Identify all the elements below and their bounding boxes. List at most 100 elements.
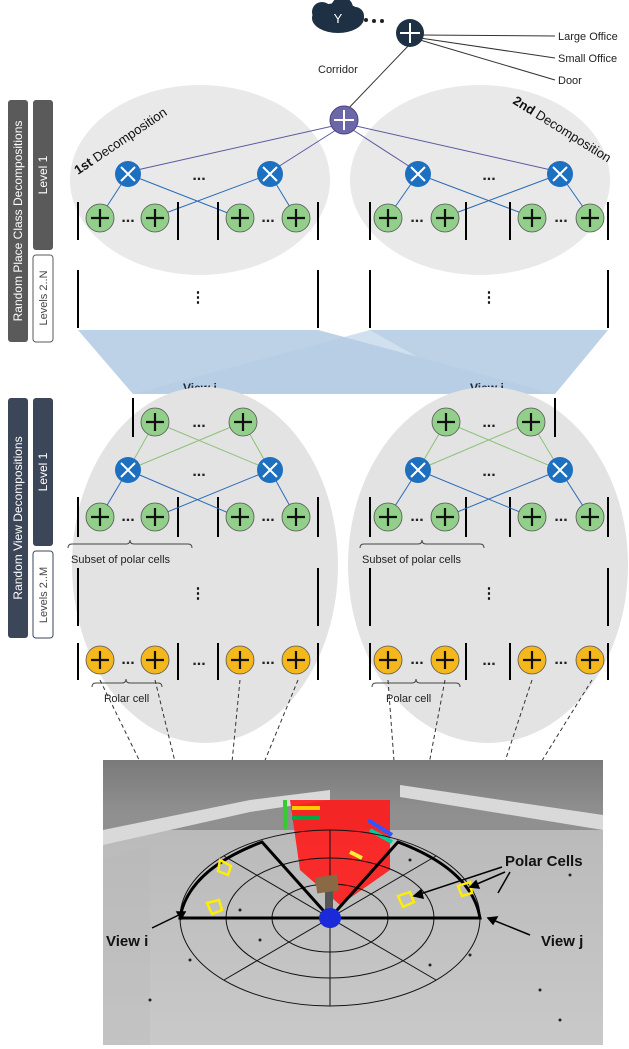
polar-cell-markers — [205, 858, 474, 916]
plus-node-icon — [225, 203, 255, 233]
plus-node-icon — [431, 407, 461, 437]
plus-node-icon — [373, 645, 403, 675]
plus-node-icon — [140, 645, 170, 675]
sum-nodes: .................................... — [85, 203, 605, 675]
second-decomposition-region — [350, 85, 610, 275]
plus-node-icon — [85, 203, 115, 233]
polar-cell-label-i: Polar cell — [104, 693, 149, 705]
place-levels-label: Levels 2..N — [38, 270, 50, 325]
pair-ellipsis: ... — [410, 651, 423, 668]
ellipsis-8: ... — [482, 652, 495, 669]
robot-scene — [103, 760, 603, 1045]
cloud-icon — [312, 0, 364, 33]
plus-node-icon — [430, 645, 460, 675]
pair-ellipsis: ... — [121, 209, 134, 226]
view-bars — [77, 398, 609, 680]
ellipsis-4: ... — [482, 414, 495, 431]
view-level1-label: Level 1 — [36, 452, 50, 491]
plus-node-icon — [281, 203, 311, 233]
view-levels-label: Levels 2..M — [38, 567, 50, 623]
place-class-side-label: Random Place Class Decompositions — [11, 121, 25, 322]
branch-large-office: Large Office — [558, 31, 618, 43]
pair-ellipsis: ... — [554, 209, 567, 226]
times-node-icon — [547, 161, 573, 187]
pair-ellipsis: ... — [410, 508, 423, 525]
subset-label-j: Subset of polar cells — [362, 554, 462, 566]
plus-node-icon — [228, 407, 258, 437]
pair-ellipsis: ... — [121, 651, 134, 668]
plus-node-icon — [575, 203, 605, 233]
plus-node-icon — [140, 502, 170, 532]
ellipsis-6: ... — [482, 463, 495, 480]
times-node-icon — [405, 161, 431, 187]
plus-node-icon — [516, 407, 546, 437]
plus-node-icon — [373, 502, 403, 532]
scene-view-j-label: View j — [541, 933, 583, 950]
scene-view-i-label: View i — [106, 933, 148, 950]
plus-node-icon — [517, 502, 547, 532]
class-sum-edges — [127, 125, 561, 173]
view-wedges — [178, 840, 482, 920]
pair-ellipsis: ... — [410, 209, 423, 226]
place-level1-label: Level 1 — [36, 155, 50, 194]
plus-node-icon — [430, 502, 460, 532]
ellipsis-5: ... — [192, 463, 205, 480]
pair-ellipsis: ... — [261, 651, 274, 668]
branch-door: Door — [558, 75, 582, 87]
class-levels-row — [77, 270, 609, 328]
plus-node-icon — [517, 203, 547, 233]
plus-node-icon — [575, 645, 605, 675]
polar-brace-i — [91, 678, 163, 688]
scan-bars — [283, 800, 394, 860]
pair-ellipsis: ... — [261, 209, 274, 226]
vellipsis-3: ⋮ — [191, 585, 206, 602]
plus-node-icon — [225, 502, 255, 532]
scene-arrows — [151, 866, 531, 936]
plus-node-icon — [140, 203, 170, 233]
plus-node-icon — [281, 645, 311, 675]
ellipsis-2: ... — [482, 167, 495, 184]
plus-node-icon — [140, 407, 170, 437]
cloud-dots — [364, 18, 384, 23]
place-class-side-panel — [8, 100, 28, 342]
vellipsis-4: ⋮ — [482, 585, 497, 602]
polar-brace-j — [371, 678, 461, 688]
branch-small-office: Small Office — [558, 53, 617, 65]
times-node-icon — [115, 457, 141, 483]
vellipsis-1: ⋮ — [191, 289, 206, 306]
view-levels-panel — [32, 550, 54, 639]
plus-node-icon — [575, 502, 605, 532]
plus-node-icon — [430, 203, 460, 233]
plus-node-icon — [329, 105, 359, 135]
pair-ellipsis: ... — [261, 508, 274, 525]
scene-debris — [148, 858, 572, 1022]
times-node-icon — [405, 457, 431, 483]
plus-node-icon — [373, 203, 403, 233]
ellipsis-7: ... — [192, 652, 205, 669]
corridor-label: Corridor — [318, 64, 358, 76]
root-branches — [344, 34, 556, 113]
subset-brace-j — [359, 539, 485, 549]
scene-polar-cells-label: Polar Cells — [505, 853, 583, 870]
place-level1-panel — [33, 100, 53, 250]
times-node-icon — [257, 457, 283, 483]
times-node-icon — [257, 161, 283, 187]
plus-node-icon — [85, 502, 115, 532]
plus-node-icon — [281, 502, 311, 532]
robot-icon — [314, 874, 341, 928]
polar-cell-label-j: Polar cell — [386, 693, 431, 705]
ellipsis-1: ... — [192, 167, 205, 184]
pair-ellipsis: ... — [554, 508, 567, 525]
subset-label-i: Subset of polar cells — [71, 554, 171, 566]
plus-node-icon — [225, 645, 255, 675]
times-node-icon — [115, 161, 141, 187]
vellipsis-2: ⋮ — [482, 289, 497, 306]
plus-node-icon — [517, 645, 547, 675]
first-decomposition-region — [70, 85, 330, 275]
times-node-icon — [547, 457, 573, 483]
view-side-label: Random View Decompositions — [11, 436, 25, 599]
pair-ellipsis: ... — [554, 651, 567, 668]
plus-node-icon — [85, 645, 115, 675]
class-sum-row — [77, 202, 609, 240]
